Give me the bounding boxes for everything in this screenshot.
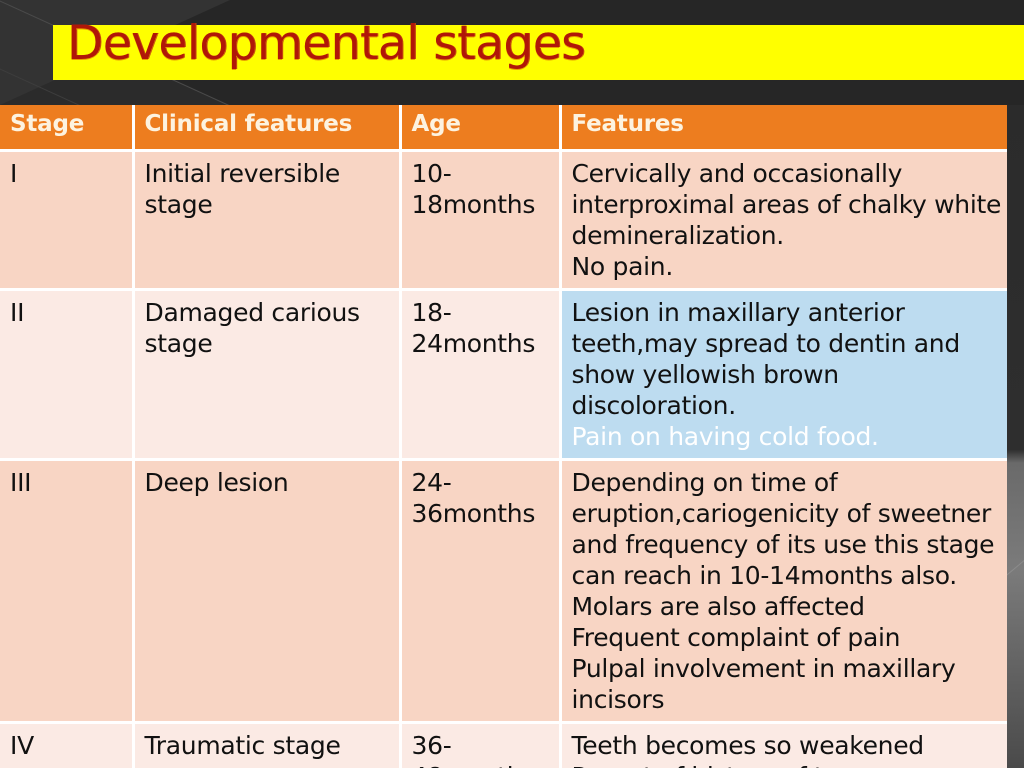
table-row: III Deep lesion 24-36months Depending on…	[0, 459, 1007, 724]
column-header-clinical-features: Clinical features	[133, 105, 402, 152]
cell-age: 36-48months	[400, 722, 562, 768]
table-row: I Initial reversible stage 10-18months C…	[0, 150, 1007, 291]
feature-line: Frequent complaint of pain	[571, 623, 901, 652]
cell-stage: I	[0, 150, 135, 291]
developmental-stages-table: Stage Clinical features Age Features I I…	[0, 105, 1007, 768]
right-edge-strip	[1001, 105, 1024, 768]
table-row: IV Traumatic stage 36-48months Teeth bec…	[0, 722, 1008, 768]
table-body: I Initial reversible stage 10-18months C…	[0, 150, 1008, 768]
cell-clinical-features: Traumatic stage	[133, 722, 402, 768]
table-row: II Damaged carious stage 18-24months Les…	[0, 289, 1007, 461]
table-head: Stage Clinical features Age Features	[0, 105, 1007, 152]
cell-clinical-features: Deep lesion	[133, 459, 402, 724]
feature-line: Pulpal involvement in maxillary incisors	[571, 654, 956, 714]
cell-age: 10-18months	[400, 150, 562, 291]
cell-stage: IV	[0, 722, 135, 768]
page-title: Developmental stages	[67, 16, 586, 71]
cell-stage: II	[0, 289, 135, 461]
cell-features-highlighted: Lesion in maxillary anterior teeth,may s…	[560, 289, 1007, 461]
feature-line: Cervically and occasionally interproxima…	[571, 159, 1002, 250]
feature-line: Depending on time of eruption,cariogenic…	[571, 468, 995, 590]
column-header-features: Features	[560, 105, 1007, 152]
feature-line: Report of history of trauma	[572, 761, 1008, 768]
cell-age: 24-36months	[400, 459, 562, 724]
cell-clinical-features: Initial reversible stage	[133, 150, 402, 291]
column-header-age: Age	[400, 105, 562, 152]
cell-stage: III	[0, 459, 135, 724]
cell-features: Depending on time of eruption,cariogenic…	[560, 459, 1007, 724]
cell-age: 18-24months	[400, 289, 562, 461]
feature-line: Molars are also affected	[571, 592, 866, 621]
cell-clinical-features: Damaged carious stage	[133, 289, 402, 461]
cell-features: Cervically and occasionally interproxima…	[560, 150, 1007, 291]
cell-features: Teeth becomes so weakened Report of hist…	[560, 722, 1008, 768]
table-header-row: Stage Clinical features Age Features	[0, 105, 1007, 152]
feature-line: Lesion in maxillary anterior teeth,may s…	[571, 298, 961, 420]
feature-line: Teeth becomes so weakened	[571, 731, 925, 760]
column-header-stage: Stage	[0, 105, 135, 152]
title-banner	[53, 25, 1024, 80]
feature-line-white: Pain on having cold food.	[571, 422, 879, 451]
feature-line: No pain.	[571, 252, 674, 281]
